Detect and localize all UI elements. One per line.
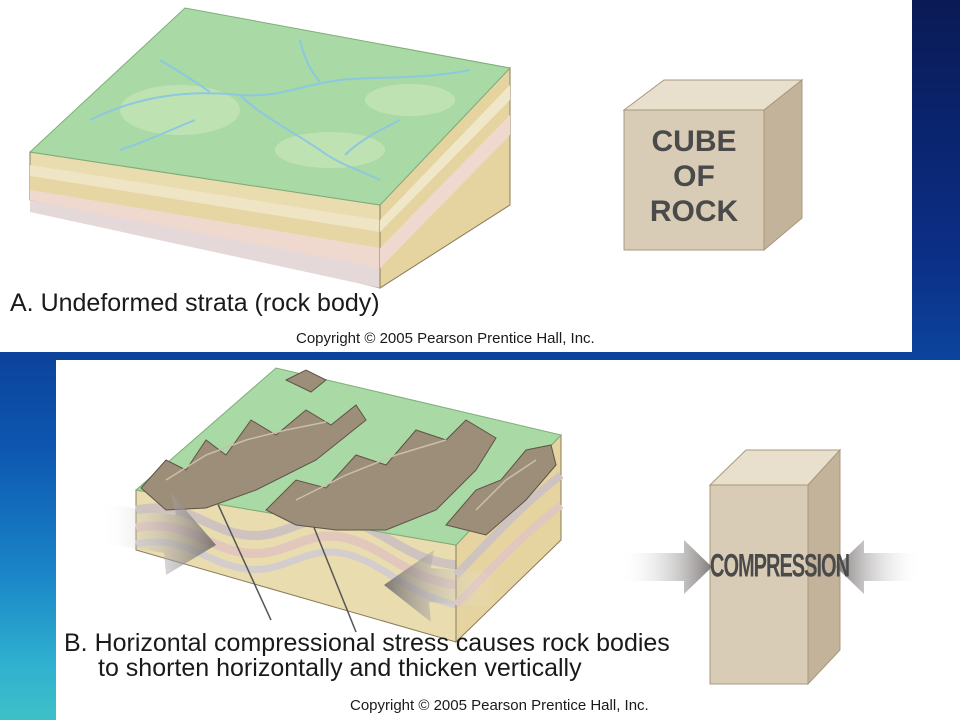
deformed-block-diagram — [100, 367, 922, 686]
river-network — [89, 39, 471, 181]
side-strata — [379, 66, 511, 289]
cube-of-rock-label: CUBE OF ROCK — [649, 125, 739, 228]
caption-b-line1: B. Horizontal compressional stress cause… — [64, 629, 670, 657]
compression-label: COMPRESSION — [710, 549, 850, 585]
compression-arrow-left — [620, 540, 712, 594]
compressed-cube — [708, 448, 842, 686]
undeformed-block-diagram — [28, 7, 804, 289]
panel-undeformed-strata: CUBE OF ROCK A. Undeformed strata (rock … — [0, 0, 912, 352]
front-strata — [29, 151, 381, 289]
caption-b-line2: to shorten horizontally and thicken vert… — [98, 654, 582, 682]
right-stress-arrow — [384, 550, 496, 622]
left-stress-arrow — [100, 493, 216, 575]
mountain-highlights — [165, 421, 537, 511]
terrain-shading — [120, 84, 455, 168]
terrain-top-surface — [28, 7, 511, 206]
copyright-a: Copyright © 2005 Pearson Prentice Hall, … — [296, 330, 595, 347]
panel-compressed-strata: COMPRESSION B. Horizontal compressional … — [56, 360, 960, 720]
caption-a: A. Undeformed strata (rock body) — [10, 289, 380, 317]
cube-of-rock — [622, 78, 804, 252]
compression-arrow-right — [836, 540, 922, 594]
mountain-ridges — [140, 369, 557, 536]
copyright-b: Copyright © 2005 Pearson Prentice Hall, … — [350, 697, 649, 714]
